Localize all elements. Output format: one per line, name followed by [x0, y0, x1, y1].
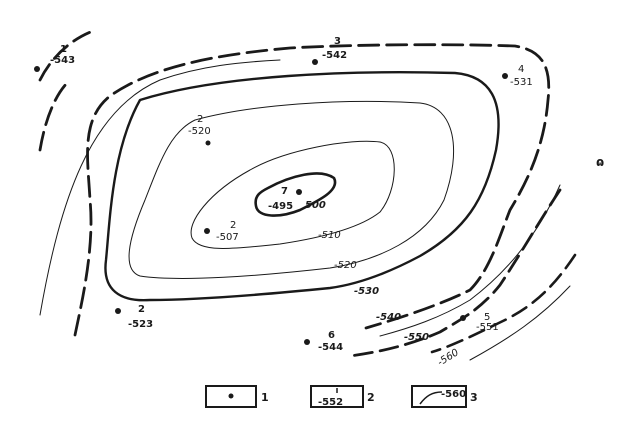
legend-well-dot — [228, 393, 234, 399]
contour-line-550-dashed — [348, 188, 562, 358]
contour-line-560-dashed — [430, 253, 577, 354]
contour-line-550-west — [38, 28, 98, 152]
well-dot — [304, 339, 310, 345]
legend: 1 -552 2 -560 3 — [205, 385, 478, 408]
well-dot — [34, 66, 40, 72]
well-number: 2 — [197, 114, 203, 125]
well-number: 1 — [60, 44, 67, 55]
well-value: -531 — [510, 77, 533, 88]
contour-label-550: -550 — [404, 332, 429, 343]
well-number: 3 — [334, 36, 341, 47]
contour-label-540: -540 — [376, 312, 401, 323]
page-side-mark: ɷ — [596, 155, 604, 169]
well-number: 7 — [281, 186, 288, 197]
contour-line-540-dashed — [73, 43, 551, 337]
well-value: -507 — [216, 232, 239, 243]
contour-label-500: 500 — [305, 200, 326, 211]
well-value: -520 — [188, 126, 211, 137]
well-dot — [460, 315, 466, 321]
legend-well-value: -552 — [318, 397, 343, 408]
well-dot — [312, 59, 318, 65]
contour-line-510 — [190, 140, 395, 249]
contour-line-550 — [379, 184, 561, 337]
well-dot — [204, 228, 210, 234]
well-value: -542 — [322, 50, 347, 61]
well-dot — [296, 189, 302, 195]
well-dot — [502, 73, 508, 79]
contour-line-540 — [39, 59, 281, 316]
well-dot — [115, 308, 121, 314]
legend-contour-value: -560 — [441, 389, 466, 400]
contour-label-510: -510 — [318, 230, 341, 241]
well-value: -544 — [318, 342, 343, 353]
well-dot — [205, 140, 211, 146]
legend-box-contour — [411, 385, 467, 408]
well-value: -495 — [268, 201, 293, 212]
well-number: 2 — [138, 304, 145, 315]
legend-box-well — [205, 385, 257, 408]
well-value: -551 — [476, 322, 499, 333]
contour-line-560 — [469, 285, 571, 361]
legend-box-well-value — [310, 385, 364, 408]
contour-line-520 — [128, 100, 455, 279]
well-value: -543 — [50, 55, 75, 66]
legend-label-1: 1 — [261, 391, 269, 404]
legend-label-3: 3 — [470, 391, 478, 404]
well-number: 2 — [230, 220, 236, 231]
legend-contour-line — [419, 391, 443, 405]
well-number: 5 — [484, 312, 490, 323]
well-number: 4 — [518, 64, 524, 75]
well-number: 6 — [328, 330, 335, 341]
contour-line-530 — [104, 71, 500, 302]
contour-label-520: -520 — [334, 260, 357, 271]
contour-label-530: -530 — [354, 286, 379, 297]
contour-line-500 — [254, 172, 337, 217]
legend-label-2: 2 — [367, 391, 375, 404]
well-value: -523 — [128, 319, 153, 330]
